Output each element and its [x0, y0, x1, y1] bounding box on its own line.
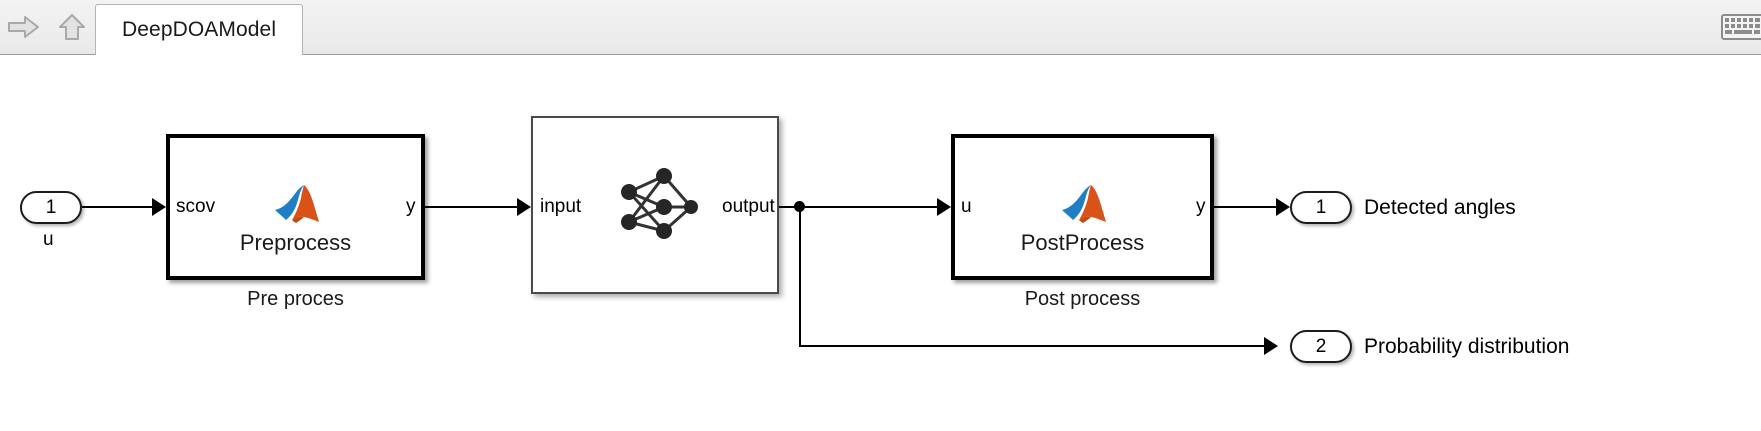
arrowhead-postprocess-in — [937, 198, 951, 216]
arrowhead-network-in — [517, 198, 531, 216]
arrowhead-outport-1-in — [1276, 198, 1290, 216]
keyboard-icon[interactable] — [1721, 13, 1761, 41]
toolbar-nav-group — [0, 0, 96, 54]
postprocess-input-port-label: u — [961, 196, 972, 217]
signal-line-network-to-postprocess[interactable] — [779, 206, 939, 208]
matlab-membrane-icon — [1060, 183, 1108, 230]
preprocess-title: Preprocess — [239, 230, 352, 255]
model-canvas[interactable]: 1 u scov y Preprocess Pre proces input o… — [0, 55, 1761, 431]
block-neural-network[interactable] — [531, 116, 779, 294]
preprocess-input-port-label: scov — [176, 196, 216, 217]
postprocess-output-port-label: y — [1196, 196, 1206, 217]
tab-deepdoamodel[interactable]: DeepDOAModel — [95, 4, 304, 55]
inport-1[interactable]: 1 — [20, 191, 82, 224]
postprocess-caption: Post process — [1024, 288, 1141, 310]
outport-1[interactable]: 1 — [1290, 191, 1352, 224]
arrowhead-preprocess-in — [152, 198, 166, 216]
arrowhead-outport-2-in — [1264, 337, 1278, 355]
outport-1-number: 1 — [1315, 196, 1327, 218]
signal-line-preprocess-to-network[interactable] — [425, 206, 519, 208]
forward-arrow-icon[interactable] — [0, 0, 48, 54]
preprocess-caption: Pre proces — [247, 288, 344, 310]
matlab-membrane-icon — [273, 183, 321, 230]
signal-line-branch-vertical[interactable] — [799, 206, 801, 347]
postprocess-title: PostProcess — [1020, 230, 1145, 255]
signal-line-u-to-preprocess[interactable] — [82, 206, 154, 208]
inport-1-sublabel: u — [43, 229, 54, 250]
network-input-port-label: input — [540, 196, 582, 217]
outport-2[interactable]: 2 — [1290, 330, 1352, 363]
neural-network-icon — [612, 168, 698, 251]
preprocess-output-port-label: y — [406, 196, 416, 217]
up-arrow-icon[interactable] — [48, 0, 96, 54]
network-output-port-label: output — [722, 196, 775, 217]
block-postprocess[interactable] — [951, 134, 1214, 280]
tabstrip-background — [95, 0, 1761, 55]
toolbar: DeepDOAModel — [0, 0, 1761, 55]
outport-2-number: 2 — [1315, 335, 1327, 357]
outport-2-label: Probability distribution — [1364, 335, 1570, 358]
signal-line-postprocess-to-outport-1[interactable] — [1214, 206, 1278, 208]
outport-1-label: Detected angles — [1364, 196, 1516, 219]
signal-line-branch-horizontal[interactable] — [799, 345, 1266, 347]
inport-1-number: 1 — [45, 196, 57, 218]
tab-label: DeepDOAModel — [122, 18, 277, 41]
